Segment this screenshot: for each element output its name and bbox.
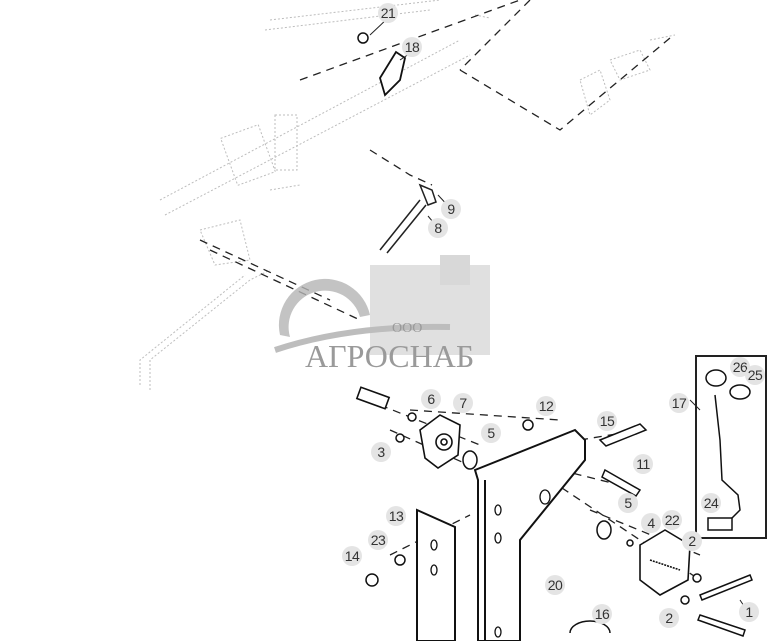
- watermark-prefix: ООО: [392, 321, 423, 336]
- callout-3: 3: [371, 442, 391, 462]
- callout-14: 14: [342, 546, 362, 566]
- plate-13: [416, 508, 456, 641]
- callout-18: 18: [402, 37, 422, 57]
- callout-6: 6: [421, 389, 441, 409]
- callout-2: 2: [682, 531, 702, 551]
- plate-18: [379, 50, 407, 97]
- hose: [379, 183, 437, 254]
- housing-22: [639, 529, 691, 596]
- callout-1: 1: [739, 602, 759, 622]
- callout-17: 17: [669, 393, 689, 413]
- callout-25: 25: [745, 365, 765, 385]
- callout-24: 24: [701, 493, 721, 513]
- callout-5: 5: [618, 493, 638, 513]
- callout-23: 23: [368, 530, 388, 550]
- hardware: [365, 412, 753, 637]
- callout-20: 20: [545, 575, 565, 595]
- watermark-name: АГРОСНАБ: [305, 338, 475, 374]
- callout-21: 21: [378, 3, 398, 23]
- callout-16: 16: [592, 604, 612, 624]
- bracket-20: [473, 428, 586, 641]
- callout-15: 15: [597, 411, 617, 431]
- callout-2: 2: [659, 608, 679, 628]
- harness-17: [705, 369, 751, 531]
- callout-11: 11: [633, 454, 653, 474]
- flange-7: [355, 386, 461, 469]
- callout-22: 22: [662, 510, 682, 530]
- callout-5: 5: [481, 423, 501, 443]
- callout-8: 8: [428, 218, 448, 238]
- callout-9: 9: [441, 199, 461, 219]
- callout-7: 7: [453, 393, 473, 413]
- ghost-assembly: [139, 0, 676, 390]
- callout-13: 13: [386, 506, 406, 526]
- watermark-logo: [274, 255, 490, 355]
- callout-12: 12: [536, 396, 556, 416]
- harness-inset-frame: [695, 355, 767, 539]
- callout-4: 4: [641, 513, 661, 533]
